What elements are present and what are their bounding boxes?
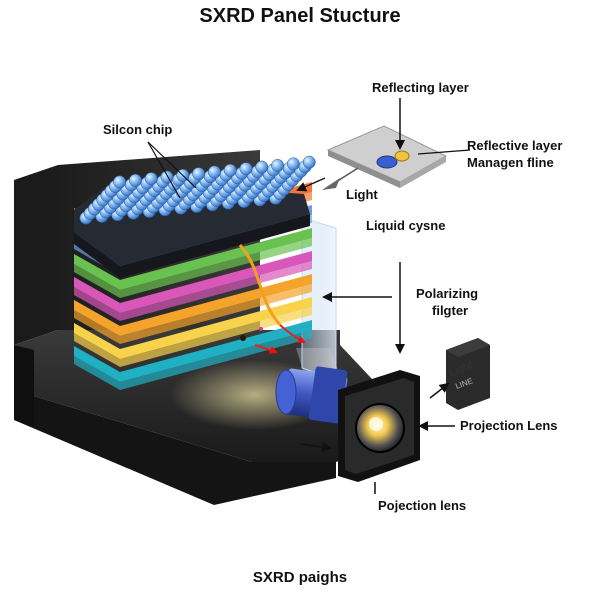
dot-marker-pink — [259, 327, 263, 331]
reflecting-layer-inset — [326, 125, 448, 188]
chip-sphere — [192, 167, 206, 181]
housing-floor-side — [14, 345, 34, 427]
red-arrow-small — [254, 344, 278, 354]
arrow-light-shaft — [335, 167, 359, 183]
annotation-arrows — [147, 98, 471, 494]
label-polarizing: Polarizing — [416, 286, 478, 301]
silicon-chip — [74, 155, 316, 278]
arrow-light-head — [322, 178, 340, 190]
label-light: Light — [346, 187, 378, 202]
reflect-plate-edge — [328, 150, 400, 188]
chip-sphere — [128, 173, 142, 187]
line-silicon-2 — [147, 141, 197, 189]
housing-floor-front — [14, 390, 336, 505]
label-reflecting-layer: Reflecting layer — [372, 80, 469, 95]
line-silicon-1 — [147, 141, 181, 199]
label-liquid-cysne: Liquid cysne — [366, 218, 445, 233]
label-filgter: filgter — [432, 303, 468, 318]
line-reflective-layer — [417, 149, 471, 155]
label-pojection-lens-bottom: Pojection lens — [378, 498, 466, 513]
chip-sphere — [113, 175, 127, 189]
chip-sphere — [160, 170, 174, 184]
chip-sphere — [144, 172, 158, 186]
light-path-red — [279, 324, 306, 343]
light-path-curve — [238, 244, 282, 326]
chip-sphere — [207, 165, 221, 179]
reflect-yellow-element — [394, 150, 410, 162]
diagram-caption: SXRD paighs — [253, 569, 347, 586]
reflect-plate-top — [326, 125, 448, 183]
arrow-to-light-box — [429, 382, 450, 399]
arrow-floor — [299, 441, 332, 452]
chip-sphere — [223, 163, 237, 177]
lens-rear-cap — [275, 369, 297, 415]
reflect-blue-element — [376, 155, 398, 169]
chip-sphere — [302, 155, 316, 169]
lens-ring — [308, 366, 348, 424]
label-projection-lens-right: Projection Lens — [460, 418, 558, 433]
lens-highlight — [369, 417, 383, 431]
label-reflective-layer: Reflective layer — [467, 138, 562, 153]
chip-sphere — [286, 157, 300, 171]
dot-marker — [240, 335, 246, 341]
housing-left-edge — [14, 165, 58, 345]
light-box-top — [446, 338, 490, 357]
light-box: Light LINE — [446, 338, 490, 410]
reflect-plate-side — [400, 156, 446, 188]
arrow-to-chip — [296, 177, 326, 192]
diagram-title: SXRD Panel Stucture — [199, 5, 400, 27]
chip-sphere — [271, 159, 285, 172]
chip-spheres — [79, 155, 316, 225]
projection-lens-frame — [338, 370, 420, 482]
label-silicon-chip: Silcon chip — [103, 122, 172, 137]
projection-lens-barrel — [275, 348, 348, 424]
chip-sphere — [239, 162, 253, 176]
chip-sphere — [255, 160, 269, 174]
label-managen-fline: Managen fline — [467, 155, 554, 170]
